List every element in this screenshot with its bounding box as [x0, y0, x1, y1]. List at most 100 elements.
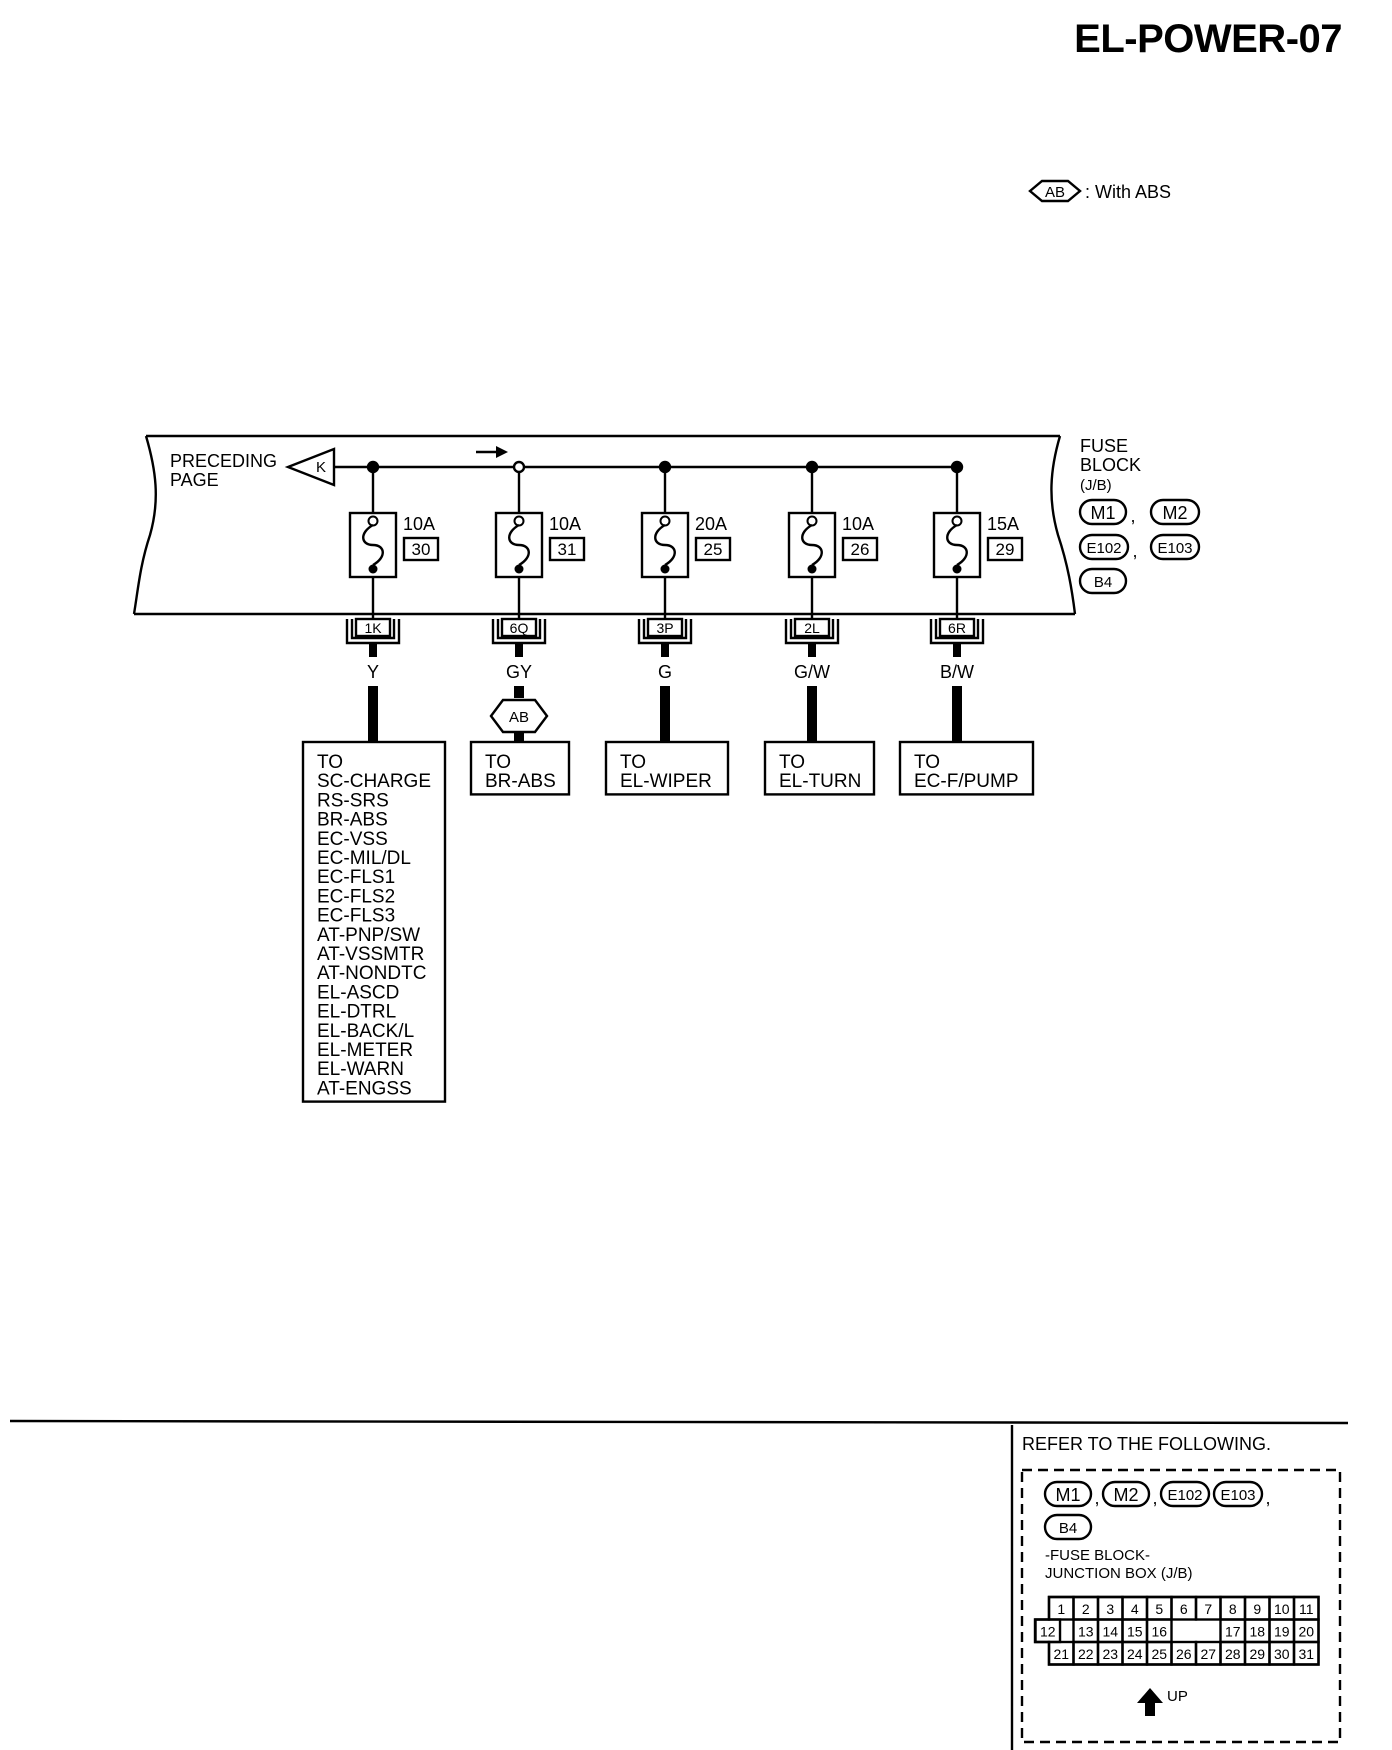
destination-line: EC-VSS [317, 829, 388, 850]
jb-terminal-number: 6 [1180, 1601, 1188, 1617]
bus-junction [512, 460, 526, 474]
destination-line: TO [914, 752, 940, 773]
fuse-number-box [986, 536, 1024, 562]
destination-box [898, 740, 1035, 796]
connector-pin-box [938, 617, 976, 638]
jb-terminal-number: 27 [1200, 1646, 1216, 1662]
destination-line: TO [779, 752, 805, 773]
connector-housing-inner [496, 619, 542, 640]
destination-line: RS-SRS [317, 790, 389, 811]
fuse-top-terminal [951, 515, 963, 527]
wire-color: Y [367, 662, 379, 682]
jb-terminal-number: 12 [1040, 1624, 1056, 1640]
fuse-element-icon [654, 523, 676, 567]
preceding-connector-letter: K [316, 459, 326, 476]
jb-cell [1292, 1640, 1320, 1666]
connector-stub [808, 643, 816, 657]
jb-terminal-number: 17 [1225, 1624, 1241, 1640]
flow-arrow-icon [476, 446, 508, 458]
wire-segment [514, 686, 524, 698]
fuse-block-label-3: (J/B) [1080, 477, 1112, 494]
connector-pin-box [500, 617, 538, 638]
destination-line: EL-BACK/L [317, 1021, 414, 1042]
page-title: EL-POWER-07 [1074, 17, 1342, 61]
fuse-number: 31 [558, 540, 577, 559]
destination-line: EC-FLS1 [317, 867, 395, 888]
jb-terminal-number: 9 [1253, 1601, 1261, 1617]
fuse-circuits: 10A301KYTOSC-CHARGERS-SRSBR-ABSEC-VSSEC-… [301, 460, 1035, 1103]
refer-connector-m1: M1 [1055, 1485, 1080, 1505]
connector-stub [515, 643, 523, 657]
jb-terminal-number: 13 [1078, 1624, 1094, 1640]
jb-terminal-number: 2 [1082, 1601, 1090, 1617]
destination-line: AT-ENGSS [317, 1078, 412, 1099]
fuse-number-box [402, 536, 440, 562]
preceding-label-2: PAGE [170, 470, 219, 490]
connector-terminal: 6Q [510, 620, 529, 636]
destination-line: EL-WIPER [620, 771, 712, 792]
refer-connector-e102: E102 [1167, 1487, 1202, 1504]
refer-caption-1: -FUSE BLOCK- [1045, 1547, 1150, 1564]
fuse-circuit-1: 10A301KYTOSC-CHARGERS-SRSBR-ABSEC-VSSEC-… [301, 460, 447, 1103]
jb-terminal-number: 19 [1274, 1624, 1290, 1640]
connector-stub [661, 643, 669, 657]
refer-connector-b4: B4 [1059, 1520, 1077, 1537]
wire-thick [807, 686, 817, 742]
jb-terminal-number: 22 [1078, 1646, 1094, 1662]
destination-line: EC-MIL/DL [317, 848, 411, 869]
fuse-bottom-terminal [368, 564, 378, 574]
refer-panel: REFER TO THE FOLLOWING. M1 , M2 , E102 E… [1020, 1434, 1342, 1744]
wire-thick [514, 732, 524, 742]
fuse-amps: 10A [842, 514, 874, 534]
svg-text:,: , [1132, 541, 1137, 561]
destination-line: AT-PNP/SW [317, 925, 420, 946]
jb-terminal-number: 7 [1204, 1601, 1212, 1617]
wire-color: GY [506, 662, 532, 682]
jb-terminal-number: 3 [1106, 1601, 1114, 1617]
wire-thick [368, 686, 378, 742]
connector-pin-box [646, 617, 684, 638]
fuse-element-icon [362, 523, 384, 567]
bus-junction [805, 460, 819, 474]
jb-terminal-number: 5 [1155, 1601, 1163, 1617]
bus-junction [366, 460, 380, 474]
fuse-top-terminal [513, 515, 525, 527]
fuse-bottom-terminal [807, 564, 817, 574]
destination-line: EC-FLS2 [317, 886, 395, 907]
legend: AB : With ABS [1028, 179, 1171, 203]
jb-terminal-number: 24 [1127, 1646, 1143, 1662]
connector-housing-inner [642, 619, 688, 640]
jb-terminal-number: 23 [1102, 1646, 1118, 1662]
fuse-block-label-2: BLOCK [1080, 455, 1141, 475]
connector-terminal: 3P [656, 620, 673, 636]
jb-terminal-number: 25 [1151, 1646, 1167, 1662]
jb-terminal-number: 14 [1102, 1624, 1118, 1640]
svg-text:,: , [1094, 1488, 1099, 1508]
destination-line: EL-ASCD [317, 982, 399, 1003]
connector-m2: M2 [1162, 503, 1187, 523]
destination-line: AT-NONDTC [317, 963, 426, 984]
destination-box [763, 740, 876, 796]
svg-text:,: , [1152, 1488, 1157, 1508]
destination-line: AT-VSSMTR [317, 944, 424, 965]
jb-terminal-number: 16 [1151, 1624, 1167, 1640]
fuse-amps: 10A [549, 514, 581, 534]
fuse-top-terminal [659, 515, 671, 527]
jb-terminal-number: 20 [1298, 1624, 1314, 1640]
destination-box [301, 740, 447, 1103]
fuse-number-box [548, 536, 586, 562]
jb-terminal-number: 29 [1249, 1646, 1265, 1662]
fuse-top-terminal [806, 515, 818, 527]
destination-line: EL-DTRL [317, 1002, 396, 1023]
destination-line: BR-ABS [317, 810, 388, 831]
jb-terminal-number: 10 [1274, 1601, 1290, 1617]
fuse-block-outline [132, 434, 1077, 616]
connector-pin-box [793, 617, 831, 638]
refer-caption-2: JUNCTION BOX (J/B) [1045, 1565, 1193, 1582]
jb-terminal-number: 30 [1274, 1646, 1290, 1662]
connector-terminal: 6R [948, 620, 966, 636]
fuse-amps: 10A [403, 514, 435, 534]
jb-terminal-number: 8 [1229, 1601, 1237, 1617]
connector-stub [953, 643, 961, 657]
